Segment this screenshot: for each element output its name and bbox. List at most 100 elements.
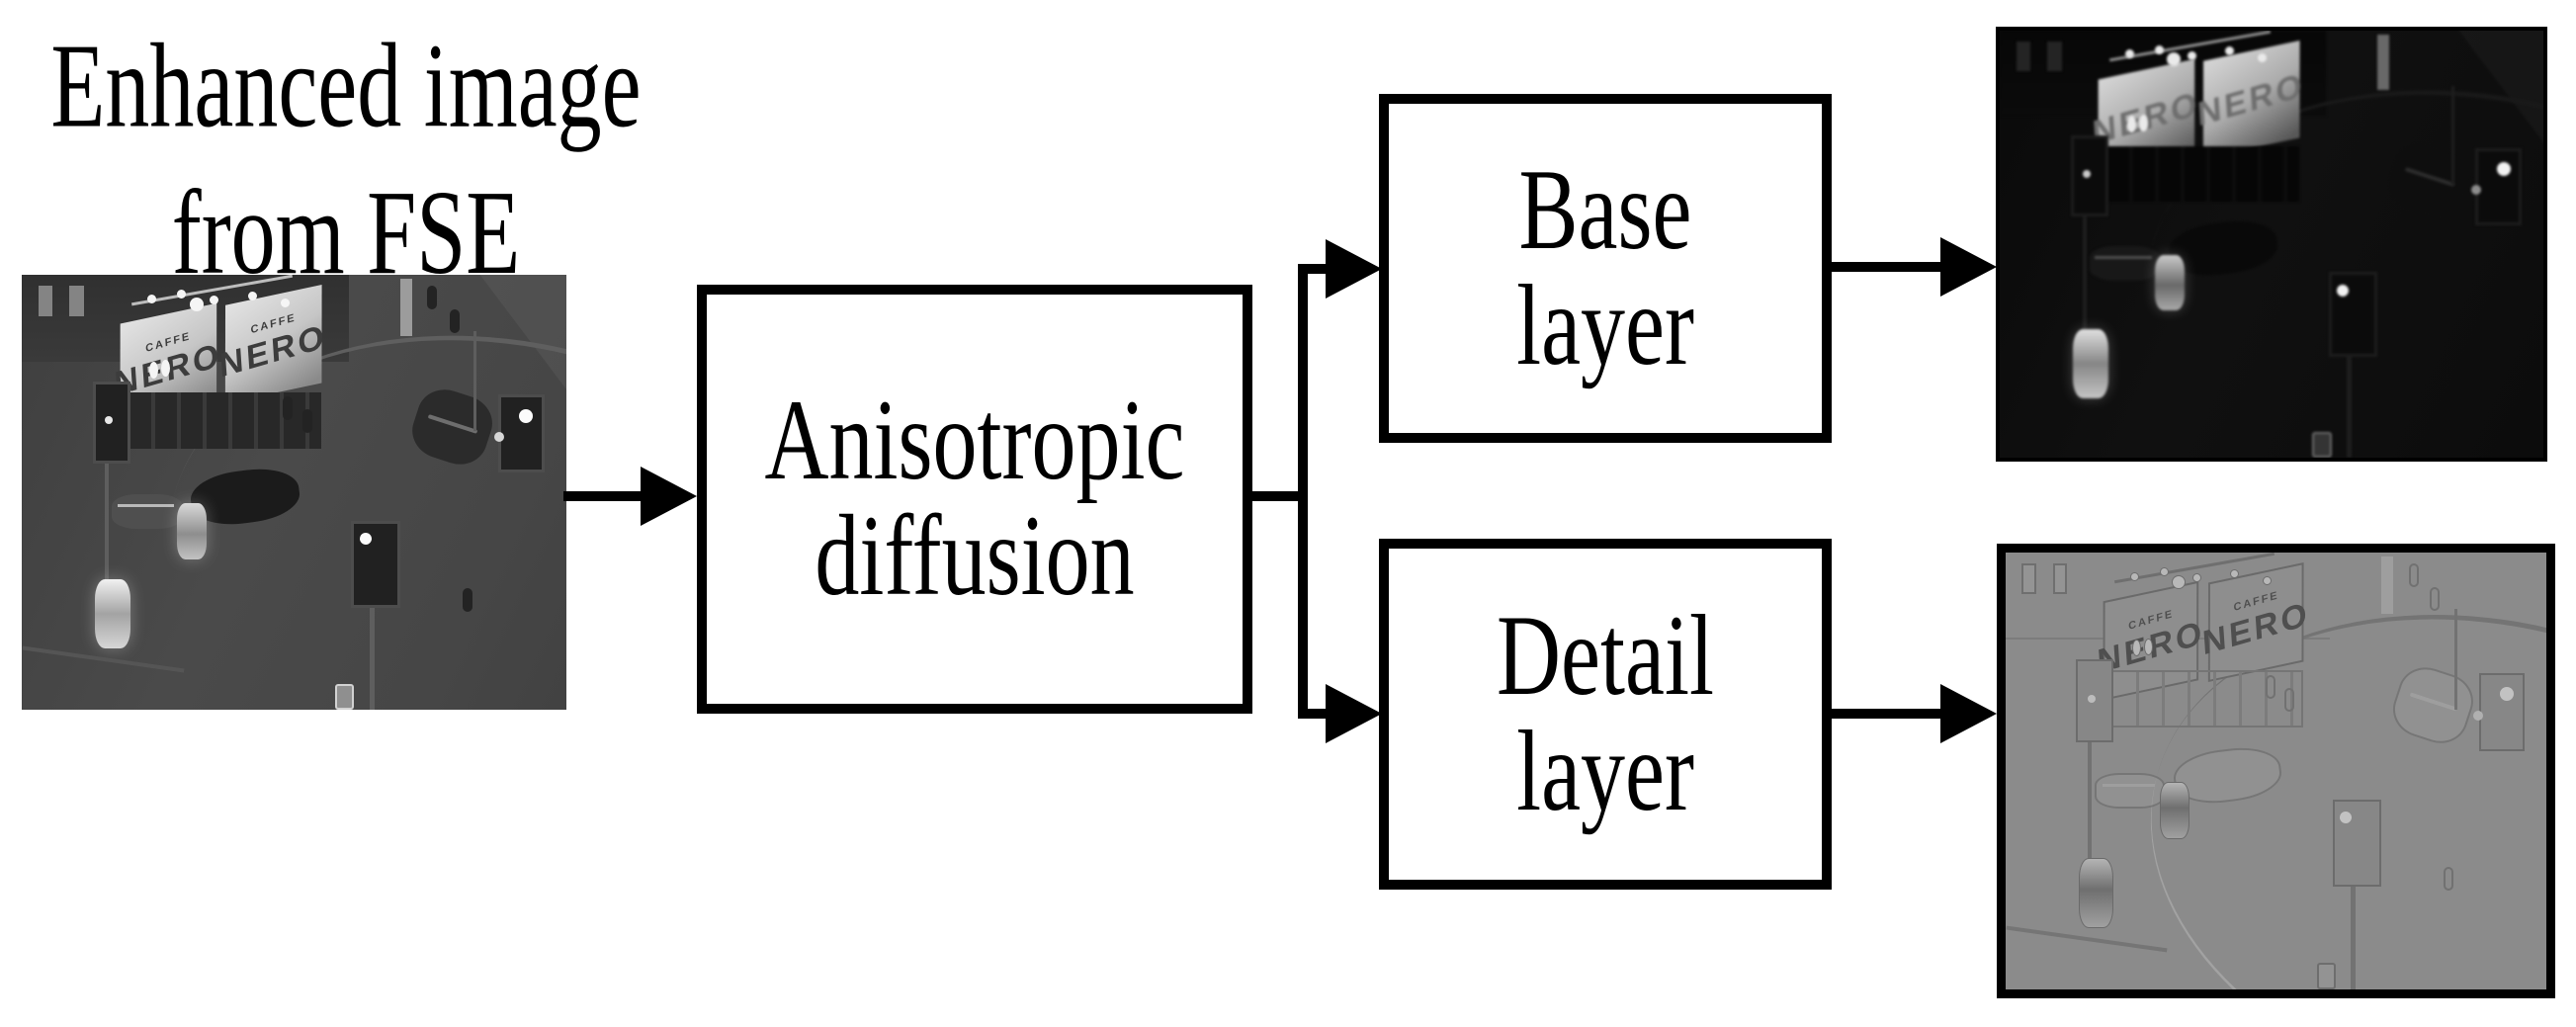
pedestrian-outline	[2283, 688, 2294, 713]
pedestrian-outline	[2430, 587, 2441, 612]
glowing-bollard	[2154, 254, 2185, 310]
storefront-windows	[2103, 145, 2299, 202]
branch-vertical-line	[1298, 264, 1308, 719]
window-outline	[2021, 563, 2036, 594]
detail-layer-label: Detail layer	[1497, 592, 1714, 835]
anisotropic-diffusion-label: Anisotropic diffusion	[764, 377, 1185, 621]
traffic-light-lamp	[493, 432, 504, 443]
traffic-light-lamp	[357, 531, 374, 548]
signal-pole-line	[2350, 801, 2356, 989]
lit-window	[38, 286, 52, 316]
bollard-outline	[2159, 782, 2190, 839]
traffic-light-lamp	[2338, 810, 2355, 825]
detail-layer-image: CAFFE NERO CAFFE NERO	[1997, 544, 2555, 998]
signal-pole	[2082, 137, 2087, 334]
bright-lamp-outline	[2172, 574, 2187, 589]
awning-panel-outline: CAFFE NERO	[2200, 562, 2310, 683]
awning-lamp	[2225, 46, 2235, 56]
traffic-light-lamp	[2470, 185, 2481, 196]
base-label-line2: layer	[1516, 262, 1694, 389]
wall-light	[2126, 116, 2136, 133]
lit-window	[2016, 41, 2030, 72]
keep-left-sign	[2312, 432, 2332, 458]
branch-top-arm	[1298, 264, 1330, 274]
awning-sign-text: NERO	[2195, 64, 2306, 133]
traffic-light	[2328, 272, 2378, 358]
traffic-light	[92, 381, 131, 465]
pedestrian	[463, 587, 473, 612]
signal-pole	[2346, 274, 2352, 458]
base-label-line1: Base	[1518, 146, 1692, 274]
awning-lamp-outline	[2262, 575, 2272, 585]
base-layer-image: NERO NERO	[1996, 27, 2547, 462]
traffic-light-lamp	[2472, 710, 2483, 721]
arrow-to-detail-head	[1326, 684, 1382, 743]
input-image: CAFFE NERO CAFFE NERO	[22, 275, 566, 710]
pedestrian	[301, 409, 312, 434]
anisotropic-diffusion-box: Anisotropic diffusion	[697, 285, 1252, 714]
signal-pole-line	[2454, 609, 2457, 711]
glowing-bollard	[177, 503, 208, 560]
bright-lamp	[189, 297, 204, 311]
branch-stem	[1252, 491, 1308, 501]
pedestrian	[283, 396, 294, 421]
traffic-light	[2070, 134, 2108, 216]
window-outline	[2053, 563, 2068, 594]
pedestrian	[449, 309, 460, 334]
awning-lamp-outline	[2159, 567, 2169, 577]
car-with-lights	[2089, 246, 2161, 281]
traffic-light	[351, 520, 400, 608]
car-outline	[2095, 773, 2166, 809]
car-with-lights	[111, 494, 183, 530]
caption-line-1: Enhanced image	[50, 20, 642, 153]
awning-lamp-outline	[2129, 571, 2139, 581]
lit-window	[2047, 41, 2062, 72]
traffic-light	[493, 394, 545, 473]
branch-bottom-arm	[1298, 709, 1330, 719]
awning-lamp	[177, 289, 187, 299]
wall-light-outline	[2144, 638, 2154, 655]
traffic-light-lamp	[519, 408, 534, 423]
awning-lamp	[210, 296, 219, 305]
detail-label-line1: Detail	[1497, 592, 1714, 720]
traffic-light-outline	[2076, 659, 2114, 743]
traffic-light-lamp	[2499, 686, 2514, 701]
bollard-outline	[2078, 858, 2114, 929]
signal-pole	[473, 331, 477, 432]
awning-lamp-outline	[2230, 568, 2239, 578]
awning-lamp	[280, 298, 290, 307]
anisotropic-label-line1: Anisotropic	[764, 377, 1185, 505]
signal-pole	[104, 384, 109, 584]
anisotropic-label-line2: diffusion	[815, 492, 1135, 621]
wall-light-outline	[2131, 640, 2141, 657]
pedestrian-outline	[2265, 674, 2275, 699]
wall-light	[2138, 114, 2148, 131]
traffic-light-lamp	[2083, 169, 2092, 178]
glowing-bollard	[2073, 329, 2108, 398]
awning-lamp	[2187, 50, 2196, 60]
detail-label-line2: layer	[1516, 708, 1694, 835]
awning-lamp	[2124, 49, 2134, 59]
lit-shop-window	[399, 279, 413, 336]
arrow-input-to-diffusion-head	[641, 467, 697, 526]
signal-pole	[369, 522, 375, 710]
signal-pole	[2450, 86, 2454, 185]
awning-lamp	[146, 294, 156, 303]
shop-window-outline	[2381, 556, 2394, 614]
arrow-base-to-image-shaft	[1832, 262, 1942, 272]
traffic-light-lamp	[2088, 694, 2097, 703]
awning-lamp	[2154, 44, 2164, 54]
awning-lamp-outline	[2191, 573, 2201, 583]
traffic-light	[2470, 147, 2522, 225]
arrow-detail-to-image-shaft	[1832, 709, 1942, 719]
awning-panel: NERO	[2196, 40, 2306, 158]
input-image-caption: Enhanced image from FSE	[0, 14, 692, 307]
pedestrian	[427, 286, 438, 309]
signal-pole-line	[2088, 661, 2093, 863]
traffic-light-outline	[2472, 672, 2526, 752]
arrow-input-to-diffusion-shaft	[563, 491, 644, 501]
wall-light	[148, 362, 158, 379]
storefront-outline	[2107, 670, 2303, 727]
traffic-light-lamp	[2496, 162, 2511, 177]
